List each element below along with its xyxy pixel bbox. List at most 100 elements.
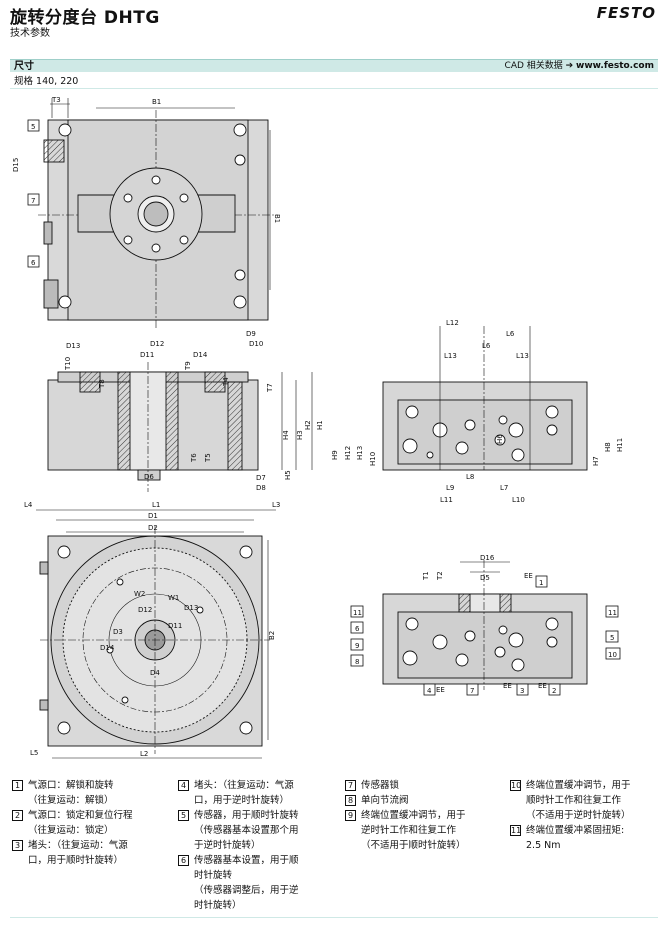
dim-l13b: L13	[516, 352, 529, 360]
legend-num: 8	[345, 795, 356, 806]
dim-h6: H6	[496, 434, 504, 444]
dim-d11-bottom: D11	[168, 622, 182, 630]
dim-d8: D8	[256, 484, 266, 492]
legend-num: 4	[178, 780, 189, 791]
cad-link[interactable]: CAD 相关数据 ➔ www.festo.com	[505, 60, 654, 73]
dim-ee-3: EE	[503, 682, 512, 690]
dim-d11: D11	[140, 351, 154, 359]
dim-d6: D6	[144, 473, 154, 481]
legend-num: 6	[178, 855, 189, 866]
dim-h3: H3	[296, 430, 304, 440]
dim-t2: T2	[436, 571, 444, 581]
legend-num: 2	[12, 810, 23, 821]
bottom-rule	[10, 917, 658, 918]
dim-l4: L4	[24, 501, 33, 509]
front-section-view	[47, 362, 313, 492]
section-band: 尺寸 CAD 相关数据 ➔ www.festo.com	[10, 59, 658, 72]
dim-t9: T9	[184, 361, 192, 371]
festo-logo: FESTO	[596, 4, 656, 22]
top-view	[38, 98, 278, 328]
legend-num: 9	[345, 810, 356, 821]
dim-t5: T5	[204, 453, 212, 463]
dim-h11: H11	[616, 438, 624, 452]
dim-t4: T4	[222, 377, 230, 387]
callout-11-left: 11	[353, 609, 362, 617]
callout-7-top: 7	[31, 197, 35, 205]
callout-3-rear: 3	[520, 687, 524, 695]
page-subtitle: 技术参数	[10, 28, 50, 39]
dim-h9: H9	[331, 450, 339, 460]
dim-ee-2: EE	[538, 682, 547, 690]
dim-l1: L1	[152, 501, 160, 509]
dim-d10: D10	[249, 340, 263, 348]
callout-7-rear: 7	[470, 687, 474, 695]
dim-h2: H2	[304, 420, 312, 430]
dim-l6b: L6	[482, 342, 491, 350]
bottom-view	[36, 509, 276, 759]
dim-l13a: L13	[444, 352, 457, 360]
dim-ee-top: EE	[524, 572, 533, 580]
dim-d14-bottom: D14	[100, 644, 115, 652]
callout-2-rear: 2	[552, 687, 556, 695]
dim-h5: H5	[284, 470, 292, 480]
dim-l8: L8	[466, 473, 474, 481]
dim-t10: T10	[64, 357, 72, 371]
legend-num: 11	[510, 825, 522, 836]
legend-num: 10	[510, 780, 522, 791]
dim-t3: T3	[51, 96, 61, 104]
dim-d7: D7	[256, 474, 266, 482]
dim-d2: D2	[148, 524, 158, 532]
dim-d15: D15	[12, 158, 20, 172]
dim-d13-bottom: D13	[184, 604, 198, 612]
dim-h4: H4	[282, 430, 290, 440]
legend-num: 5	[178, 810, 189, 821]
page-title: 旋转分度台 DHTG	[10, 8, 160, 28]
dim-t6: T6	[190, 453, 198, 463]
dimension-drawing: T3 B1 B1 D15 5 7 6 D13 D12 D11 D14 D9 D1…	[12, 96, 624, 759]
dim-d12-bottom: D12	[138, 606, 152, 614]
dim-h1: H1	[316, 420, 324, 430]
legend-num: 3	[12, 840, 23, 851]
dim-l11: L11	[440, 496, 453, 504]
dim-l2: L2	[140, 750, 148, 758]
dim-d5: D5	[480, 574, 490, 582]
size-line: 规格 140, 220	[10, 74, 658, 89]
dim-d9: D9	[246, 330, 256, 338]
dim-l7: L7	[500, 484, 508, 492]
dim-d1: D1	[148, 512, 158, 520]
legend-num: 7	[345, 780, 356, 791]
dim-t7: T7	[266, 383, 274, 393]
dim-d13: D13	[66, 342, 80, 350]
dim-l6: L6	[506, 330, 515, 338]
dim-d3: D3	[113, 628, 123, 636]
callout-10-rear: 10	[608, 651, 617, 659]
dim-d4: D4	[150, 669, 160, 677]
dim-b2: B2	[268, 631, 276, 640]
dim-d12: D12	[150, 340, 164, 348]
dim-w2: W2	[134, 590, 145, 598]
dim-h13: H13	[356, 446, 364, 460]
callout-5-rear: 5	[610, 634, 614, 642]
callout-11-right: 11	[608, 609, 617, 617]
dim-t1: T1	[422, 571, 430, 581]
dim-h7: H7	[592, 456, 600, 466]
cad-url[interactable]: www.festo.com	[576, 61, 654, 71]
dim-t8: T8	[98, 379, 106, 389]
side-view	[382, 326, 588, 471]
callout-9-rear: 9	[355, 642, 359, 650]
dim-h8: H8	[604, 442, 612, 452]
dim-l5: L5	[30, 749, 38, 757]
dim-l3: L3	[272, 501, 280, 509]
callout-5-top: 5	[31, 123, 35, 131]
